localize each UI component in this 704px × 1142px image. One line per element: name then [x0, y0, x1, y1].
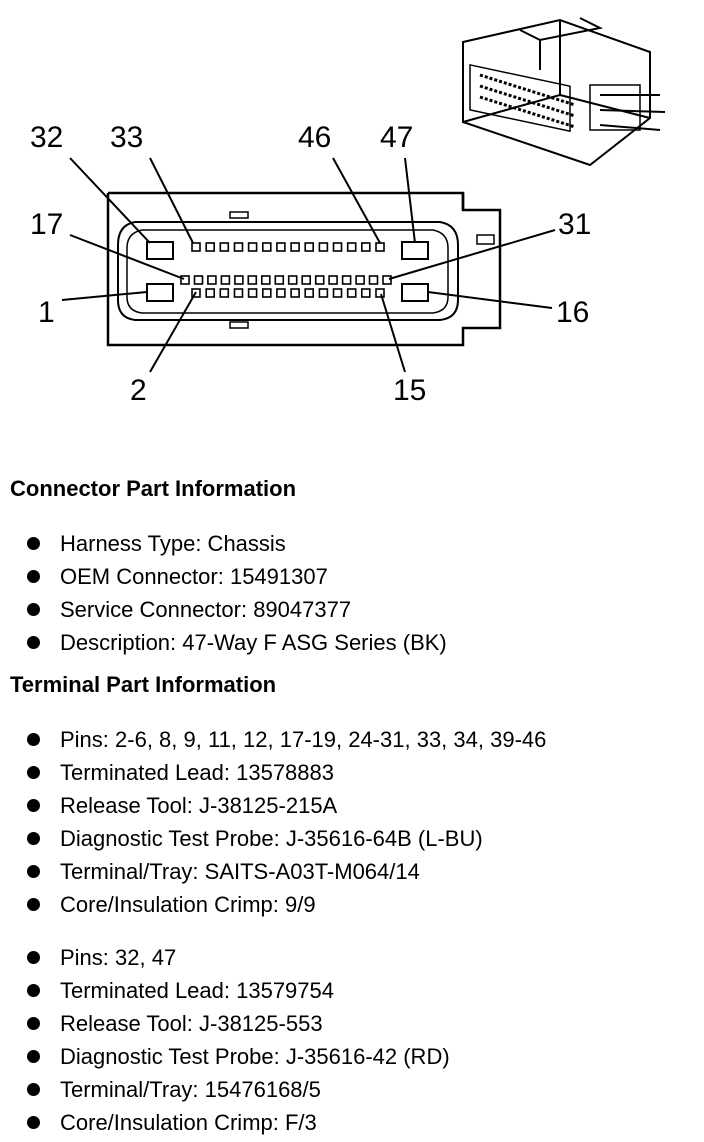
- terminal-cavity: [180, 275, 190, 285]
- terminal-cavity: [375, 288, 385, 298]
- pin-label-32: 32: [30, 121, 63, 154]
- terminal-cavity: [219, 288, 230, 298]
- terminal-cavity: [314, 275, 325, 285]
- terminal-cavity: [191, 242, 201, 252]
- terminal-cavity: [276, 242, 286, 252]
- terminal-row-bottom: [191, 288, 385, 298]
- connector-face: [106, 191, 502, 347]
- terminal-cavity: [261, 242, 272, 252]
- terminal-cavity: [360, 242, 371, 252]
- terminal-cavity: [355, 275, 365, 285]
- terminal-row-middle: [180, 275, 392, 285]
- terminal-cavity: [360, 288, 371, 298]
- list-item: Terminated Lead: 13579754: [0, 974, 450, 1007]
- terminal-cavity: [247, 288, 258, 298]
- terminal-row-top: [191, 242, 385, 252]
- terminal-cavity: [205, 288, 215, 298]
- list-item: Terminal/Tray: 15476168/5: [0, 1073, 450, 1106]
- terminal-cavity: [304, 288, 315, 298]
- pin-label-33: 33: [110, 121, 143, 154]
- pin-label-1: 1: [38, 296, 55, 329]
- list-item: OEM Connector: 15491307: [0, 560, 447, 593]
- terminal-cavity: [193, 275, 204, 285]
- pin-label-17: 17: [30, 208, 63, 241]
- pin-label-47: 47: [380, 121, 413, 154]
- terminal-cavity: [341, 275, 352, 285]
- connector-isometric-illustration: [462, 17, 666, 167]
- list-item: Terminal/Tray: SAITS-A03T-M064/14: [0, 855, 546, 888]
- terminal-cavity: [382, 275, 392, 285]
- list-item: Terminated Lead: 13578883: [0, 756, 546, 789]
- list-item: Core/Insulation Crimp: F/3: [0, 1106, 450, 1139]
- large-terminal-cavities: [146, 241, 429, 302]
- terminal-cavity: [318, 242, 329, 252]
- terminal-info-title: Terminal Part Information: [10, 672, 277, 697]
- terminal-cavity: [276, 288, 286, 298]
- terminal-cavity: [207, 275, 217, 285]
- terminal-cavity: [274, 275, 285, 285]
- pin-label-15: 15: [393, 374, 426, 407]
- connector-info-title: Connector Part Information: [10, 476, 297, 501]
- terminal-cavity: [247, 242, 258, 252]
- terminal-cavity: [233, 288, 244, 298]
- terminal-cavity: [332, 288, 343, 298]
- terminal-cavity: [287, 275, 298, 285]
- terminal-cavity: [332, 242, 343, 252]
- terminal-cavity: [290, 288, 300, 298]
- connector-diagram: 32 33 46 47 17 31 1 16 2 15: [30, 17, 666, 407]
- terminal-cavity: [290, 242, 300, 252]
- terminal-cavity: [375, 242, 385, 252]
- terminal-cavity: [328, 275, 338, 285]
- list-item: Core/Insulation Crimp: 9/9: [0, 888, 546, 921]
- list-item: Diagnostic Test Probe: J-35616-64B (L-BU…: [0, 822, 546, 855]
- leader-lines: [61, 157, 556, 373]
- pin-label-2: 2: [130, 374, 147, 407]
- list-item: Service Connector: 89047377: [0, 593, 447, 626]
- terminal-cavity: [260, 275, 271, 285]
- terminal-cavity: [261, 288, 272, 298]
- list-item: Description: 47-Way F ASG Series (BK): [0, 626, 447, 659]
- terminal-cavity: [219, 242, 230, 252]
- list-item: Release Tool: J-38125-553: [0, 1007, 450, 1040]
- terminal-cavity: [304, 242, 315, 252]
- list-item: Pins: 32, 47: [0, 941, 450, 974]
- terminal-cavity: [220, 275, 231, 285]
- terminal-cavity: [346, 288, 357, 298]
- terminal-cavity: [233, 242, 244, 252]
- pin-label-31: 31: [558, 208, 591, 241]
- terminal-cavity: [301, 275, 312, 285]
- list-item: Release Tool: J-38125-215A: [0, 789, 546, 822]
- terminal-cavity: [247, 275, 258, 285]
- list-item: Diagnostic Test Probe: J-35616-42 (RD): [0, 1040, 450, 1073]
- list-item: Pins: 2-6, 8, 9, 11, 12, 17-19, 24-31, 3…: [0, 723, 546, 756]
- terminal-cavity: [318, 288, 329, 298]
- terminal-cavity: [368, 275, 379, 285]
- terminal-info-list-1: Pins: 2-6, 8, 9, 11, 12, 17-19, 24-31, 3…: [0, 723, 546, 921]
- terminal-cavity: [234, 275, 244, 285]
- pin-label-46: 46: [298, 121, 331, 154]
- terminal-cavity: [346, 242, 357, 252]
- pin-label-16: 16: [556, 296, 589, 329]
- list-item: Harness Type: Chassis: [0, 527, 447, 560]
- terminal-cavity: [205, 242, 215, 252]
